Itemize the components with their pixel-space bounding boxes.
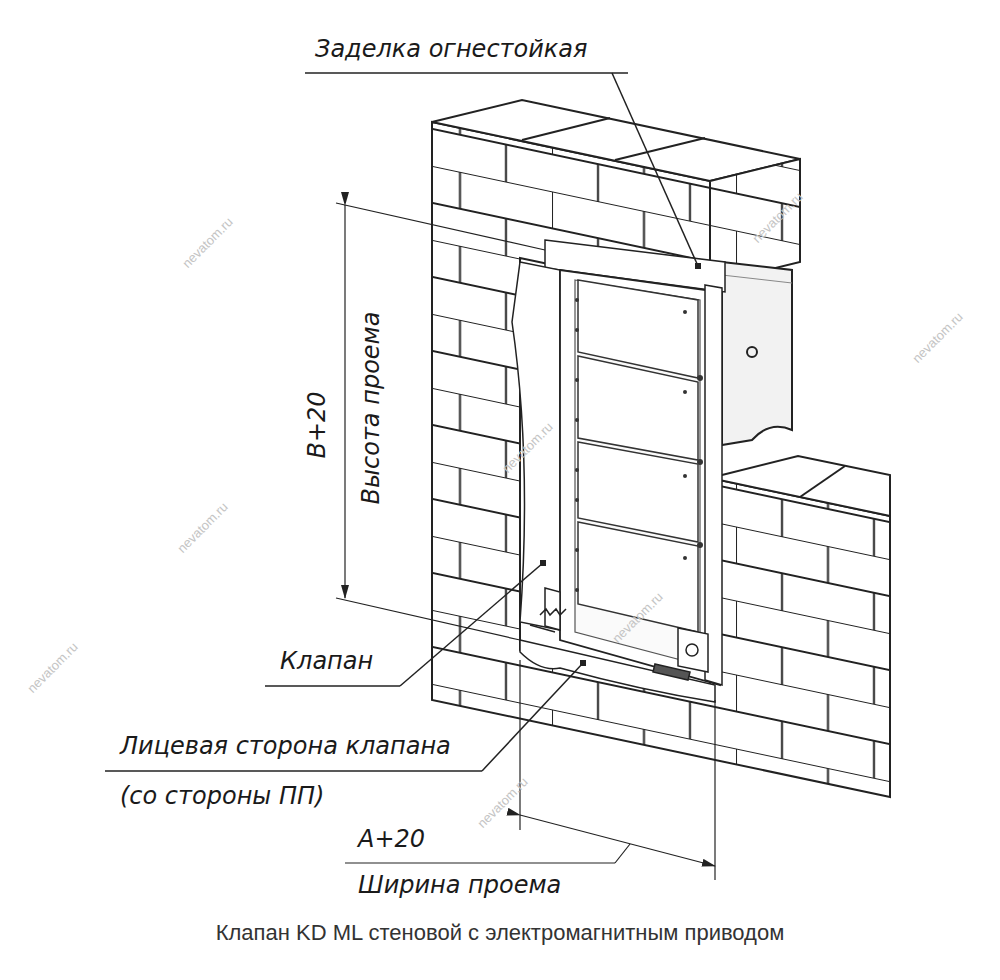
watermark: nevatom.ru xyxy=(179,214,236,271)
dimension-label: Высота проема xyxy=(358,312,386,505)
callout-label: (со стороны ПП) xyxy=(120,783,324,811)
caption: Клапан KD ML стеновой с электромагнитным… xyxy=(216,920,785,946)
callout-label: Лицевая сторона клапана xyxy=(120,733,451,761)
watermark: nevatom.ru xyxy=(174,499,231,556)
watermark: nevatom.ru xyxy=(24,639,81,696)
watermark: nevatom.ru xyxy=(909,309,966,366)
dimension-label: B+20 xyxy=(304,391,332,458)
callout-label: Ширина проема xyxy=(358,872,561,900)
callout-label: A+20 xyxy=(358,826,425,854)
watermark: nevatom.ru xyxy=(474,774,531,831)
callout-label: Заделка огнестойкая xyxy=(315,36,587,64)
callout-label: Клапан xyxy=(280,648,373,676)
